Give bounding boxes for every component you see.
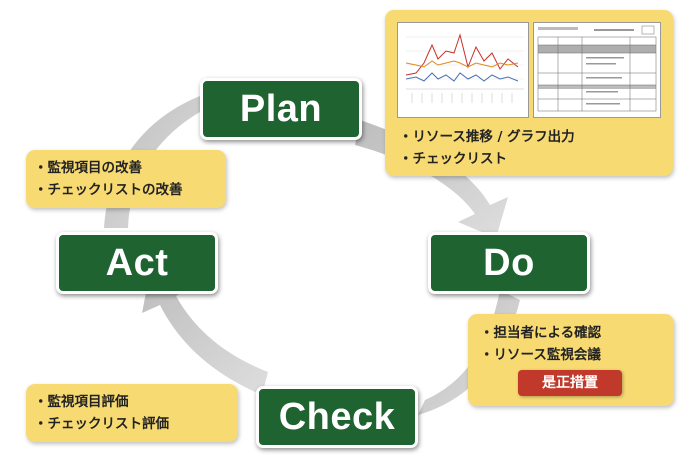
do-note-list: 担当者による確認 リソース監視会議	[480, 322, 602, 366]
corrective-action-badge: 是正措置	[518, 370, 622, 396]
do-note-item: リソース監視会議	[480, 344, 601, 366]
check-note-item: 監視項目評価	[34, 391, 169, 413]
check-stage: Check	[256, 386, 418, 448]
check-note-list: 監視項目評価 チェックリスト評価	[34, 391, 170, 435]
act-note-item: チェックリストの改善	[34, 179, 183, 201]
act-note-item: 監視項目の改善	[34, 157, 183, 179]
do-stage: Do	[428, 232, 590, 294]
checklist-thumbnail	[533, 22, 661, 118]
arrow-check-to-act	[142, 272, 268, 395]
checklist-table-icon	[537, 25, 657, 112]
line-graph-icon	[405, 33, 524, 103]
plan-note-list: リソース推移 / グラフ出力 チェックリスト	[399, 126, 575, 170]
do-note-item: 担当者による確認	[480, 322, 602, 344]
plan-stage: Plan	[200, 78, 362, 140]
act-note: 監視項目の改善 チェックリストの改善	[26, 150, 226, 208]
check-note-item: チェックリスト評価	[34, 413, 170, 435]
plan-note: リソース推移 / グラフ出力 チェックリスト	[385, 10, 673, 176]
plan-note-item: チェックリスト	[399, 148, 575, 170]
act-note-list: 監視項目の改善 チェックリストの改善	[34, 157, 183, 201]
act-stage: Act	[56, 232, 218, 294]
do-note: 担当者による確認 リソース監視会議 是正措置	[468, 314, 674, 406]
check-note: 監視項目評価 チェックリスト評価	[26, 384, 238, 442]
plan-note-item: リソース推移 / グラフ出力	[399, 126, 575, 148]
resource-graph-thumbnail	[397, 22, 529, 118]
